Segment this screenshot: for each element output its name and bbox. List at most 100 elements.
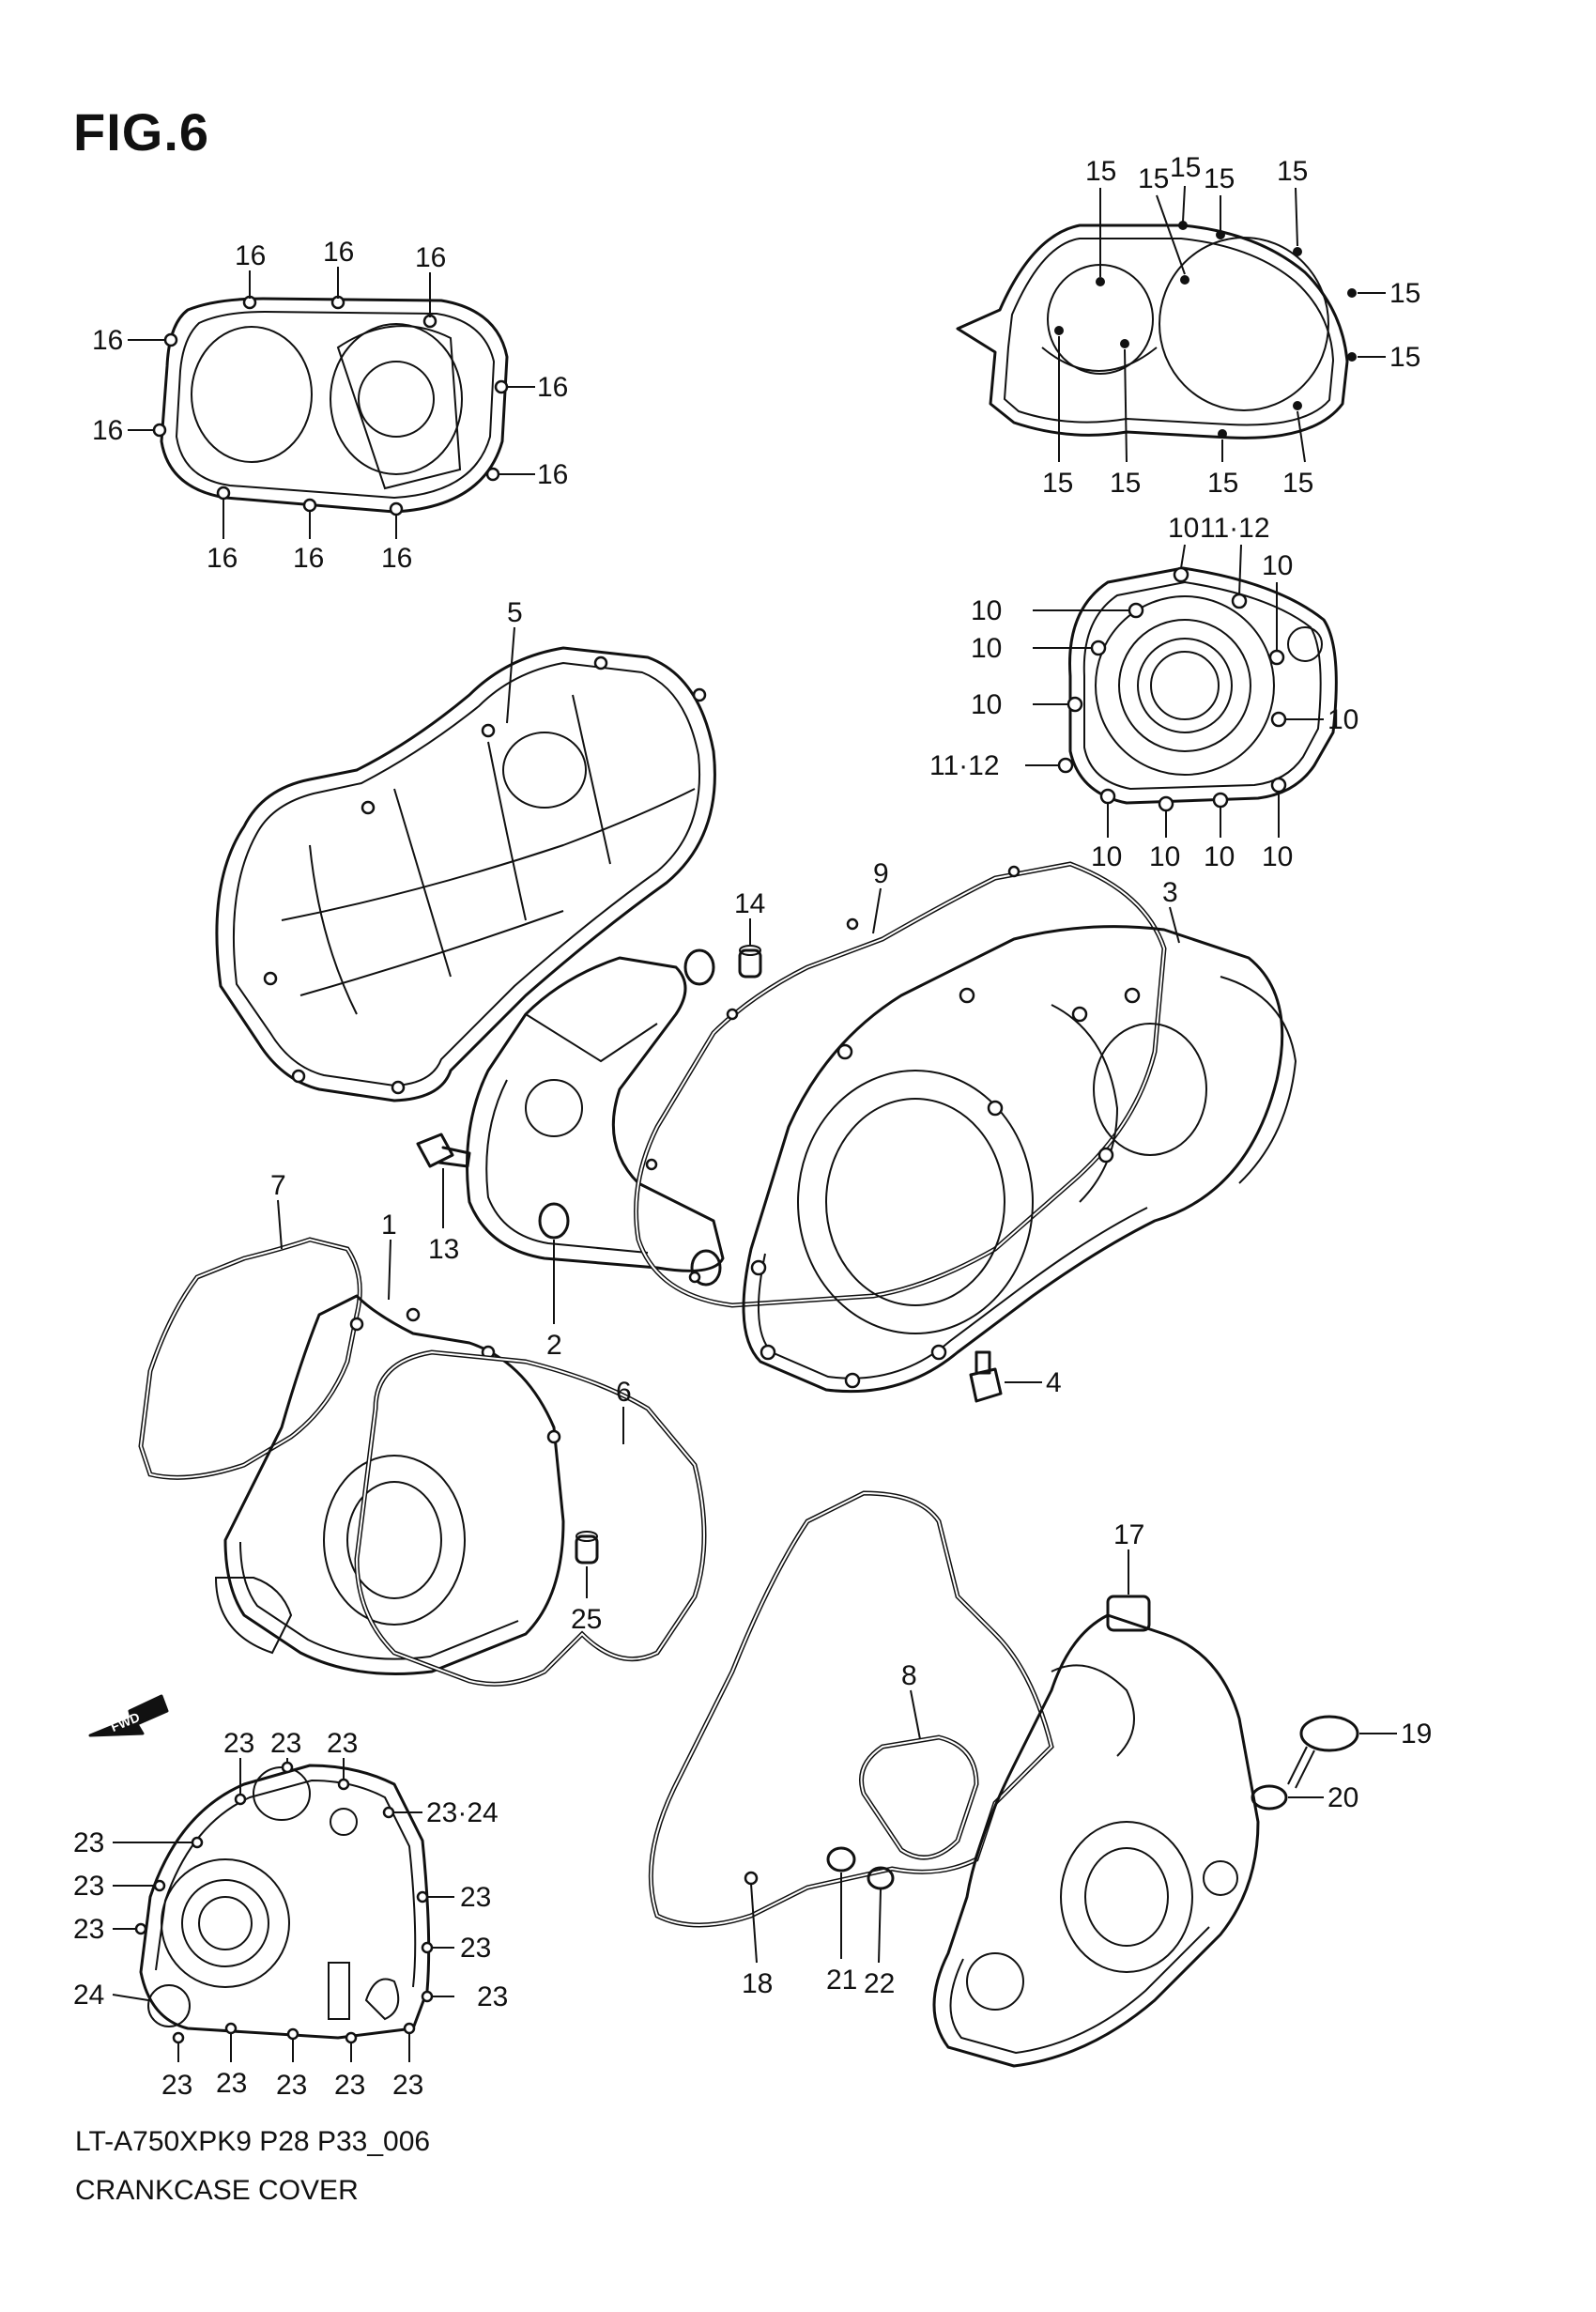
callout-18: 18	[742, 1968, 773, 1999]
diagram-caption: CRANKCASE COVER	[75, 2175, 359, 2206]
callout-20: 20	[1327, 1782, 1358, 1813]
callout-10: 10	[1149, 841, 1180, 872]
callout-5: 5	[507, 597, 523, 628]
forward-arrow-icon: FWD	[88, 1694, 169, 1737]
callout-23: 23	[73, 1914, 104, 1945]
callout-leaders-23	[112, 1758, 454, 2062]
washer-22	[867, 1866, 895, 1890]
leader-9	[872, 887, 882, 934]
callout-15: 15	[1138, 163, 1169, 194]
plug-21	[826, 1846, 856, 1873]
crankcase-cover-3	[742, 925, 1297, 1394]
callout-10: 10	[1262, 841, 1293, 872]
callout-16: 16	[92, 415, 123, 446]
callout-11-12: 11·12	[929, 750, 1000, 781]
callout-24: 24	[73, 1980, 104, 2011]
callout-1: 1	[381, 1210, 397, 1241]
callout-15: 15	[1170, 152, 1201, 183]
leader-18	[750, 1883, 758, 1964]
callout-23: 23	[223, 1728, 254, 1759]
callout-23: 23	[460, 1933, 491, 1964]
callout-13: 13	[428, 1234, 459, 1265]
leader-5	[506, 626, 515, 724]
callout-10: 10	[1204, 841, 1235, 872]
callout-15: 15	[1277, 156, 1308, 187]
callout-7: 7	[270, 1170, 286, 1201]
callout-leaders-16	[128, 267, 535, 539]
model-code: LT-A750XPK9 P28 P33_006	[75, 2126, 431, 2157]
callout-9: 9	[873, 858, 889, 889]
callout-17: 17	[1113, 1519, 1144, 1550]
inner-cover-2	[466, 948, 725, 1287]
leader-7	[277, 1199, 283, 1250]
o-ring-20	[1251, 1784, 1288, 1811]
callout-23: 23	[392, 2070, 423, 2101]
callout-23: 23	[270, 1728, 301, 1759]
inner-magneto-cover-23	[134, 1761, 434, 2044]
callout-16: 16	[92, 325, 123, 356]
callout-10: 10	[1168, 513, 1199, 544]
outer-clutch-cover-16	[152, 295, 509, 516]
callout-10: 10	[1262, 550, 1293, 581]
callout-16: 16	[235, 240, 266, 271]
callout-23: 23	[216, 2068, 247, 2099]
callout-15: 15	[1204, 163, 1235, 194]
callout-labels: 16 16 16 16 16 16 16 16 16 16 15 15 15 1…	[73, 152, 1432, 2101]
callout-6: 6	[616, 1377, 632, 1408]
callout-15: 15	[1389, 278, 1420, 309]
callout-15: 15	[1085, 156, 1116, 187]
leader-1	[388, 1239, 391, 1301]
callout-23: 23	[477, 1981, 508, 2012]
callout-23-24: 23·24	[426, 1797, 499, 1828]
callout-23: 23	[276, 2070, 307, 2101]
callout-15: 15	[1389, 342, 1420, 373]
callout-16: 16	[323, 237, 354, 268]
callout-leaders-15	[1058, 185, 1386, 463]
callout-10: 10	[971, 689, 1002, 720]
callout-8: 8	[901, 1660, 917, 1691]
dowel-pin-25	[575, 1531, 599, 1564]
callout-23: 23	[334, 2070, 365, 2101]
callout-10: 10	[1327, 704, 1358, 735]
callout-23: 23	[73, 1871, 104, 1902]
bolt-13	[416, 1133, 471, 1168]
figure-title: FIG.6	[73, 102, 210, 162]
callout-leaders-10	[1025, 544, 1324, 838]
callout-22: 22	[864, 1968, 895, 1999]
callout-16: 16	[415, 242, 446, 273]
callout-25: 25	[571, 1604, 602, 1635]
leader-22	[878, 1888, 882, 1964]
callout-16: 16	[293, 543, 324, 574]
callout-16: 16	[537, 372, 568, 403]
leader-8	[910, 1689, 921, 1740]
callout-10: 10	[1091, 841, 1122, 872]
callout-14: 14	[734, 888, 765, 919]
callout-23: 23	[327, 1728, 358, 1759]
callout-23: 23	[161, 2070, 192, 2101]
callout-4: 4	[1046, 1367, 1062, 1398]
cover-17	[932, 1595, 1260, 2068]
callout-16: 16	[537, 459, 568, 490]
magneto-cover-1	[214, 1294, 565, 1675]
gasket-6	[354, 1349, 707, 1687]
callout-3: 3	[1162, 877, 1178, 908]
callout-19: 19	[1401, 1719, 1432, 1749]
cover-plate-10	[1057, 566, 1338, 812]
callout-16: 16	[207, 543, 238, 574]
gasket-7	[138, 1237, 362, 1480]
callout-23: 23	[460, 1882, 491, 1913]
gasket-9	[634, 861, 1167, 1308]
callout-15: 15	[1282, 468, 1313, 499]
gasket-18	[648, 1490, 1054, 1928]
plug-4	[969, 1350, 1003, 1403]
callout-21: 21	[826, 1965, 857, 1996]
callout-2: 2	[546, 1330, 562, 1361]
callout-15: 15	[1207, 468, 1238, 499]
callout-15: 15	[1042, 468, 1073, 499]
crankcase-gasket-15	[956, 221, 1357, 439]
callout-11-12: 11·12	[1200, 513, 1270, 544]
callout-15: 15	[1110, 468, 1141, 499]
dowel-pin-14	[738, 945, 762, 979]
clutch-cover-5	[215, 646, 716, 1102]
